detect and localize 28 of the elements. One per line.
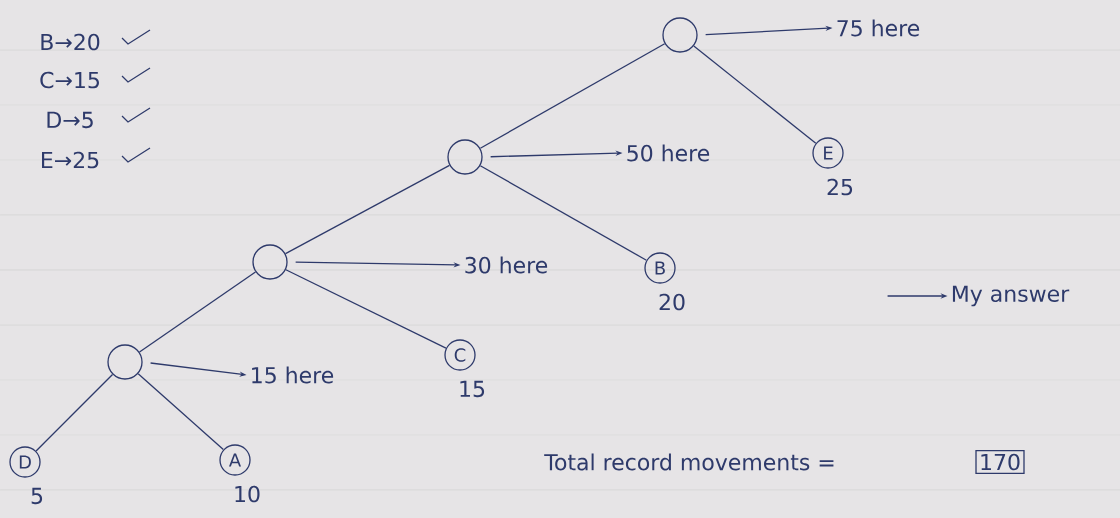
- value-note: E→25: [42, 151, 99, 169]
- value-note: D→5: [47, 111, 93, 129]
- leaf-value: 5: [31, 487, 43, 505]
- tree-edge: [138, 271, 257, 353]
- leaf-value: 25: [827, 178, 853, 196]
- empty-circle: [447, 139, 483, 175]
- note-text: 75 here: [837, 19, 920, 37]
- tree-edge: [479, 165, 648, 261]
- total-text: Total record movements =: [544, 453, 834, 471]
- leaf-value: 15: [460, 380, 485, 398]
- tree-edge: [693, 45, 817, 144]
- tree-edge: [35, 373, 114, 452]
- leaf-value: 20: [659, 293, 685, 311]
- note-text: 50 here: [627, 144, 710, 162]
- tree-edge: [137, 373, 224, 451]
- note-text: 15 here: [252, 366, 334, 384]
- value-note: B→20: [41, 33, 100, 51]
- empty-circle: [252, 244, 288, 280]
- tree-edge: [285, 269, 447, 349]
- note-text: My answer: [952, 285, 1070, 307]
- leaf-value: 10: [235, 485, 260, 503]
- empty-circle: [107, 344, 143, 380]
- tree-edge: [284, 164, 451, 255]
- empty-circle: [662, 17, 698, 53]
- answer-box: 170: [975, 450, 1025, 474]
- tree-edge: [479, 43, 666, 149]
- value-note: C→15: [40, 71, 99, 89]
- note-text: 30 here: [465, 256, 548, 274]
